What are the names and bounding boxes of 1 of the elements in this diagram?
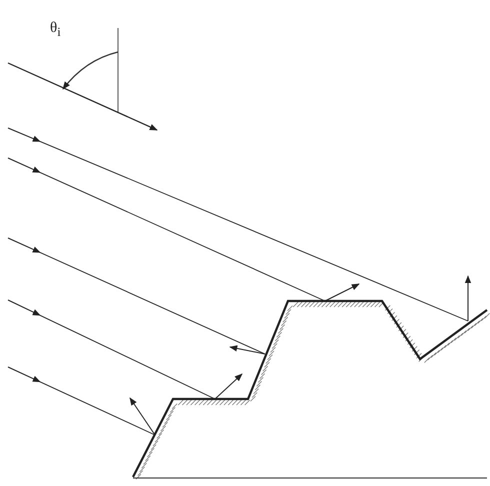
angle-label: θ$_{i}$: [50, 21, 61, 38]
